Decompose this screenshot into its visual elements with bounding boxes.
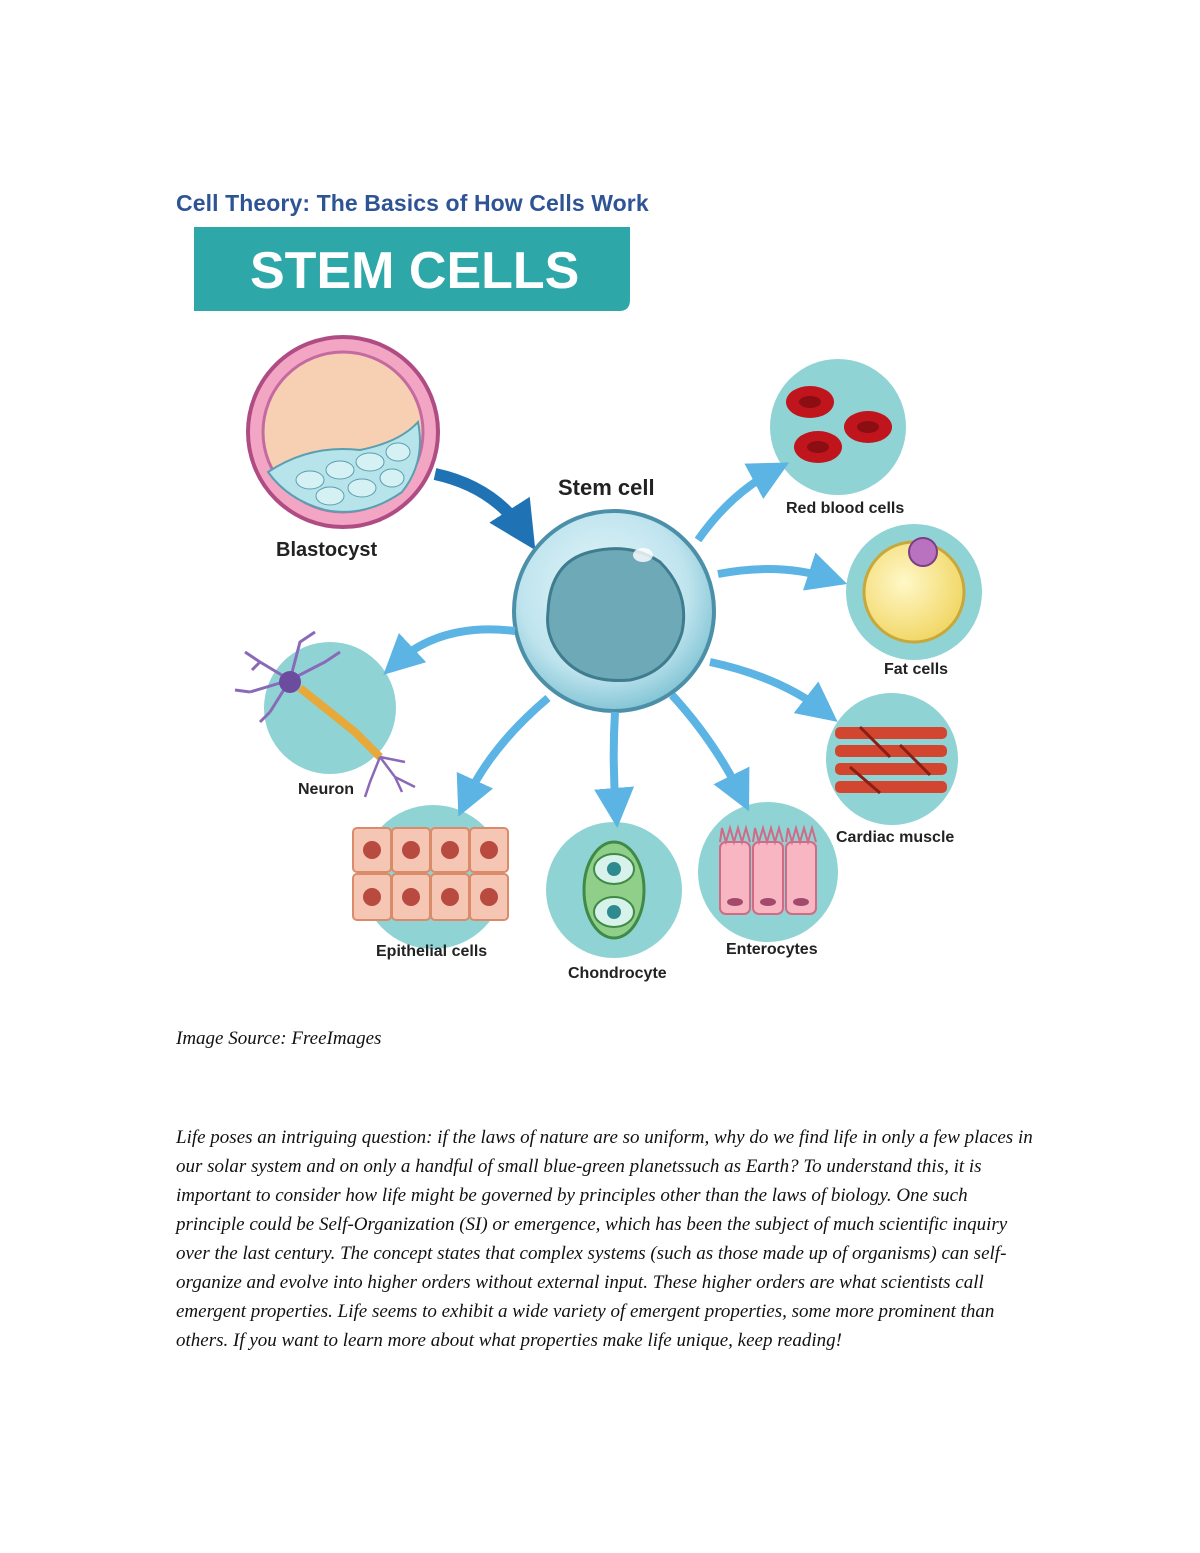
differentiation-arrows (383, 462, 848, 828)
arrow-red-blood (694, 462, 790, 543)
arrow-neuron (383, 625, 516, 675)
fat-cells-label: Fat cells (884, 661, 948, 678)
body-paragraph: Life poses an intriguing question: if th… (176, 1127, 1033, 1351)
arrow-chondrocyte (594, 711, 635, 828)
cardiac-muscle-icon (826, 693, 958, 825)
stem-cells-banner: STEM CELLS (194, 227, 630, 311)
neuron-label: Neuron (298, 781, 354, 798)
neuron-icon (234, 630, 416, 798)
blastocyst-arrow (433, 468, 536, 551)
chondrocyte-label: Chondrocyte (568, 965, 667, 982)
red-blood-cells-label: Red blood cells (786, 500, 904, 517)
stem-cells-diagram: STEM CELLS Blastocyst Stem cell (194, 227, 982, 982)
red-blood-cells-icon (770, 359, 906, 495)
document-title: Cell Theory: The Basics of How Cells Wor… (176, 190, 649, 216)
fat-cells-icon (846, 524, 982, 660)
stem-cell-label: Stem cell (558, 475, 655, 500)
arrow-enterocytes (669, 692, 750, 812)
enterocytes-label: Enterocytes (726, 941, 818, 958)
epithelial-cells-icon (352, 805, 509, 949)
banner-title: STEM CELLS (250, 242, 579, 300)
enterocytes-icon (698, 802, 838, 942)
chondrocyte-icon (546, 822, 682, 958)
image-caption: Image Source: FreeImages (176, 1028, 382, 1049)
arrow-cardiac (709, 658, 838, 722)
stem-cells-figure: STEM CELLS Blastocyst Stem cell (190, 222, 1010, 992)
arrow-epithelial (456, 694, 551, 817)
arrow-fat (717, 552, 848, 591)
stem-cell-icon (512, 509, 716, 713)
cardiac-muscle-label: Cardiac muscle (836, 829, 954, 846)
epithelial-cells-label: Epithelial cells (376, 943, 487, 960)
blastocyst-icon (246, 335, 440, 529)
blastocyst-label: Blastocyst (276, 539, 377, 561)
